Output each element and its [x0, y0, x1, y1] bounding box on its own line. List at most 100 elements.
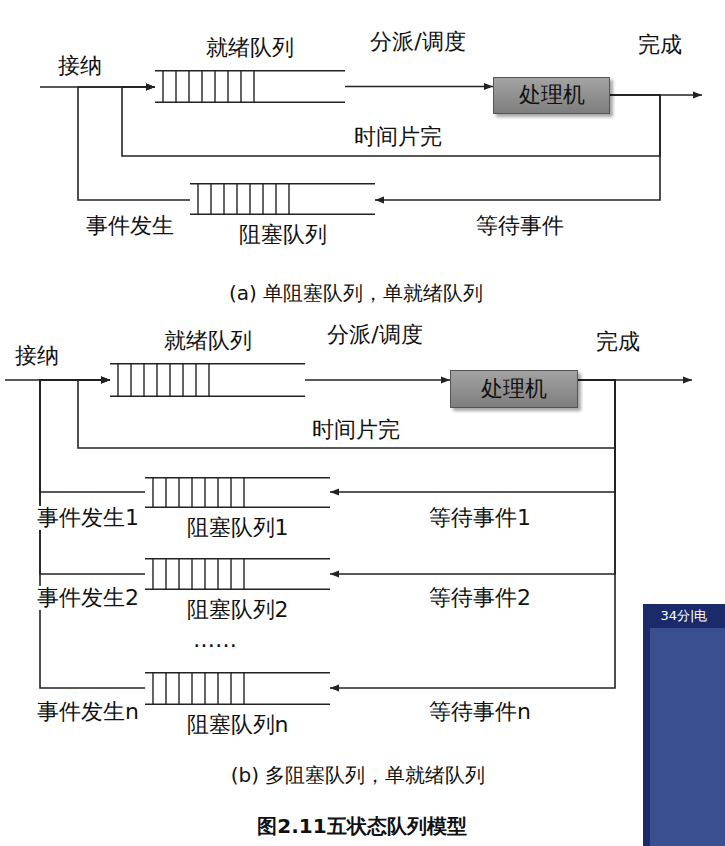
queue-edge — [145, 506, 330, 508]
queue-cell — [288, 183, 289, 215]
flow-label: …… — [191, 628, 239, 652]
queue-cell — [152, 672, 153, 705]
queue-symbol — [145, 558, 330, 590]
video-overlay-picture — [650, 628, 725, 846]
edge-label: 等待事件 — [474, 214, 566, 238]
sub-caption: (b) 多阻塞队列，单就绪队列 — [229, 764, 488, 786]
queue-box: 阻塞队列 — [190, 183, 375, 215]
queue-edge — [145, 672, 330, 674]
queue-cell — [275, 183, 276, 215]
queue-cell — [191, 672, 192, 705]
queue-cell — [178, 477, 179, 508]
flow-connector — [78, 87, 190, 200]
queue-symbol — [145, 672, 330, 705]
queue-cell — [117, 363, 118, 397]
queue-name: 阻塞队列n — [187, 713, 289, 737]
queue-edge — [145, 477, 330, 479]
queue-edge — [110, 363, 305, 365]
queue-cell — [217, 558, 218, 590]
edge-label: 事件发生 — [84, 214, 176, 238]
edge-label: 分派/调度 — [368, 30, 467, 54]
queue-cell — [175, 70, 176, 103]
queue-cell — [230, 477, 231, 508]
queue-edge — [155, 70, 345, 72]
figure-caption: 图2.11五状态队列模型 — [255, 815, 468, 837]
queue-symbol — [145, 477, 330, 508]
queue-cell — [217, 672, 218, 705]
flow-connector — [40, 380, 145, 688]
queue-cell — [188, 70, 189, 103]
queue-box: 阻塞队列2 — [145, 558, 330, 590]
queue-cell — [178, 672, 179, 705]
queue-cell — [178, 558, 179, 590]
queue-symbol — [110, 363, 305, 397]
video-overlay — [643, 604, 725, 846]
queue-cell — [195, 363, 196, 397]
queue-edge — [190, 183, 375, 185]
flow-label: 完成 — [594, 330, 642, 354]
sub-caption: (a) 单阻塞队列，单就绪队列 — [227, 282, 485, 304]
queue-cell — [240, 70, 241, 103]
queue-cell — [214, 70, 215, 103]
queue-edge — [110, 395, 305, 397]
edge-label: 时间片完 — [310, 418, 402, 442]
edge-label: 事件发生1 — [35, 506, 141, 530]
queue-edge — [145, 558, 330, 560]
queue-cell — [201, 70, 202, 103]
processor-box: 处理机 — [450, 370, 578, 408]
flow-label: 完成 — [636, 33, 684, 57]
queue-cell — [182, 363, 183, 397]
queue-box: 就绪队列 — [110, 363, 305, 397]
queue-symbol — [190, 183, 375, 215]
queue-cell — [191, 558, 192, 590]
edge-label: 分派/调度 — [325, 323, 424, 347]
flow-connector — [305, 379, 450, 381]
queue-name: 阻塞队列 — [239, 223, 327, 247]
queue-box: 阻塞队列1 — [145, 477, 330, 508]
watermark: 34分|电 — [659, 609, 710, 623]
queue-edge — [145, 588, 330, 590]
queue-cell — [243, 558, 244, 590]
processor-label: 处理机 — [481, 377, 547, 401]
queue-cell — [249, 183, 250, 215]
queue-edge — [190, 213, 375, 215]
flow-connector — [345, 86, 493, 88]
edge-label: 等待事件n — [427, 700, 533, 724]
queue-cell — [169, 363, 170, 397]
queue-edge — [145, 703, 330, 705]
queue-cell — [165, 477, 166, 508]
queue-cell — [253, 70, 254, 103]
flow-label: 接纳 — [56, 54, 104, 78]
queue-edge — [155, 101, 345, 103]
queue-box: 阻塞队列n — [145, 672, 330, 705]
flow-connector — [330, 380, 615, 574]
processor-label: 处理机 — [519, 83, 585, 107]
queue-cell — [152, 477, 153, 508]
queue-cell — [227, 70, 228, 103]
queue-box: 就绪队列 — [155, 70, 345, 103]
queue-cell — [162, 70, 163, 103]
queue-cell — [223, 183, 224, 215]
queue-symbol — [155, 70, 345, 103]
queue-cell — [152, 558, 153, 590]
queue-cell — [197, 183, 198, 215]
queue-cell — [204, 672, 205, 705]
queue-cell — [130, 363, 131, 397]
queue-cell — [156, 363, 157, 397]
queue-name: 就绪队列 — [164, 329, 252, 353]
queue-cell — [230, 672, 231, 705]
queue-cell — [210, 183, 211, 215]
edge-label: 等待事件1 — [427, 506, 533, 530]
edge-label: 时间片完 — [352, 125, 444, 149]
queue-cell — [217, 477, 218, 508]
flow-label: 接纳 — [13, 344, 61, 368]
queue-cell — [243, 477, 244, 508]
edge-label: 事件发生2 — [35, 586, 141, 610]
queue-cell — [230, 558, 231, 590]
processor-box: 处理机 — [493, 77, 610, 114]
queue-cell — [243, 672, 244, 705]
queue-name: 阻塞队列1 — [187, 516, 289, 540]
flow-connector — [40, 380, 145, 574]
queue-cell — [143, 363, 144, 397]
queue-cell — [204, 558, 205, 590]
